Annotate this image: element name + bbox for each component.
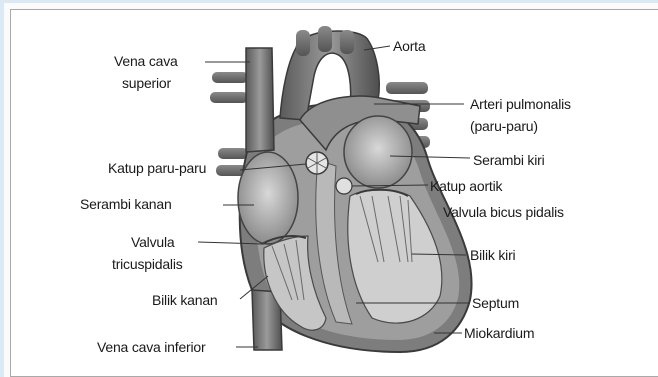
aorta-branches: [296, 26, 354, 56]
pulmonary-vessels-left: [210, 72, 248, 176]
label-valvula-bicus-pidalis: Valvula bicus pidalis: [443, 204, 564, 220]
label-vena-cava-superior-line1: Vena cava: [114, 53, 178, 69]
label-valvula-tricuspidalis-line1: Valvula: [131, 234, 174, 250]
label-serambi-kanan: Serambi kanan: [80, 196, 172, 212]
label-septum: Septum: [472, 295, 519, 311]
left-atrium-chamber: [344, 116, 412, 188]
label-valvula-tricuspidalis-line2: tricuspidalis: [112, 256, 183, 272]
label-aorta: Aorta: [393, 38, 425, 54]
label-arteri-pulmonalis-line1: Arteri pulmonalis: [470, 96, 571, 112]
label-vena-cava-superior-line2: superior: [122, 75, 171, 91]
pulmonary-valve-shape: [306, 152, 328, 174]
label-serambi-kiri: Serambi kiri: [473, 152, 545, 168]
vena-cava-superior-vessel: [246, 48, 274, 152]
label-miokardium: Miokardium: [464, 325, 534, 341]
label-katup-paru-paru: Katup paru-paru: [108, 160, 206, 176]
label-katup-aortik: Katup aortik: [430, 178, 502, 194]
label-bilik-kiri: Bilik kiri: [470, 247, 515, 263]
label-arteri-pulmonalis-line2: (paru-paru): [470, 118, 538, 134]
label-vena-cava-inferior: Vena cava inferior: [97, 339, 205, 355]
aortic-valve-shape: [336, 178, 352, 194]
label-bilik-kanan: Bilik kanan: [152, 292, 218, 308]
